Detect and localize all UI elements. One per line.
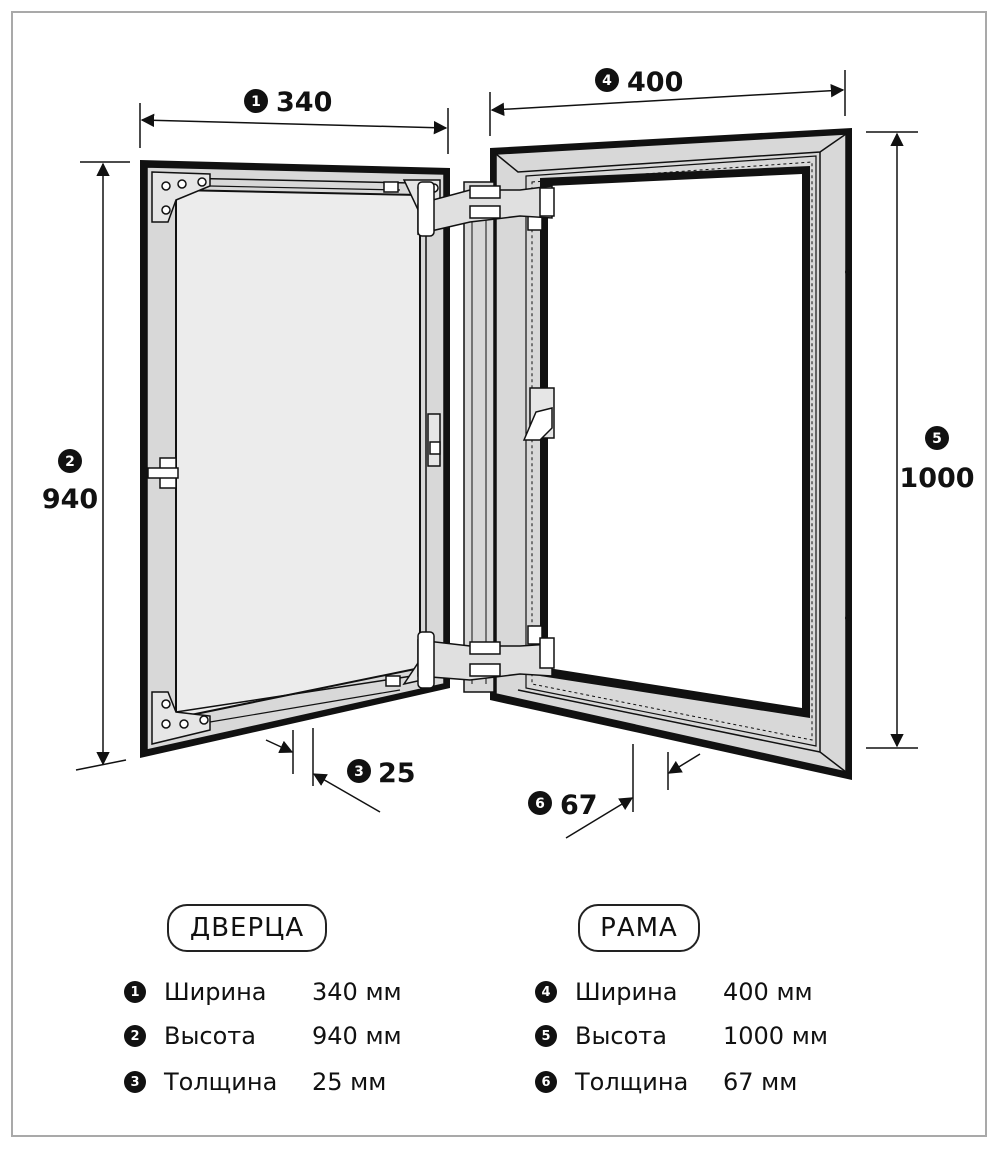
spec-label: Ширина	[575, 978, 678, 1006]
svg-text:400: 400	[627, 67, 683, 98]
dim-label-door-thickness: 3 25	[347, 758, 416, 789]
svg-text:67: 67	[560, 790, 598, 821]
marker-badge: 1	[124, 981, 146, 1003]
legend-door-title: ДВЕРЦА	[167, 904, 327, 952]
svg-text:5: 5	[932, 431, 942, 447]
dim-label-frame-width: 4 400	[595, 67, 683, 98]
marker-badge: 2	[124, 1025, 146, 1047]
spec-value: 940 мм	[312, 1022, 402, 1050]
svg-text:2: 2	[65, 454, 75, 470]
svg-text:340: 340	[276, 87, 332, 118]
dim-label-door-width: 1 340	[244, 87, 332, 118]
legend-frame-row: 5 Высота 1000 мм	[535, 1019, 828, 1053]
svg-text:1000: 1000	[899, 463, 974, 494]
door-leaf	[140, 160, 450, 758]
marker-badge: 6	[535, 1071, 557, 1093]
dim-label-frame-height: 5 1000	[899, 426, 975, 494]
spec-label: Высота	[164, 1022, 256, 1050]
svg-text:940: 940	[42, 484, 98, 515]
legend-frame-row: 6 Толщина 67 мм	[535, 1065, 797, 1099]
spec-value: 400 мм	[723, 978, 813, 1006]
spec-label: Высота	[575, 1022, 667, 1050]
legend-door-row: 2 Высота 940 мм	[124, 1019, 402, 1053]
spec-label: Толщина	[575, 1068, 689, 1096]
spec-value: 67 мм	[723, 1068, 798, 1096]
svg-text:6: 6	[535, 796, 545, 812]
svg-text:3: 3	[354, 764, 364, 780]
svg-text:1: 1	[251, 94, 261, 110]
dimension-lines	[75, 70, 918, 839]
spec-label: Толщина	[164, 1068, 278, 1096]
svg-text:25: 25	[378, 758, 416, 789]
dim-label-frame-thickness: 6 67	[528, 790, 598, 821]
outer-border	[11, 11, 987, 1137]
spec-value: 340 мм	[312, 978, 402, 1006]
legend-frame-title: РАМА	[578, 904, 700, 952]
dim-label-door-height: 2 940	[42, 449, 98, 515]
access-panel-drawing: 1 340 2 940 3 25 4 400 5 1000 6 67	[42, 67, 975, 839]
frame-body	[490, 128, 852, 780]
hinge-bottom	[417, 631, 555, 689]
marker-badge: 4	[535, 981, 557, 1003]
legend-door-row: 3 Толщина 25 мм	[124, 1065, 386, 1099]
legend-door-row: 1 Ширина 340 мм	[124, 975, 402, 1009]
spec-label: Ширина	[164, 978, 267, 1006]
marker-badge: 3	[124, 1071, 146, 1093]
legend-frame-row: 4 Ширина 400 мм	[535, 975, 813, 1009]
spec-value: 25 мм	[312, 1068, 387, 1096]
spec-value: 1000 мм	[723, 1022, 828, 1050]
svg-text:4: 4	[602, 73, 612, 89]
hinge-top	[417, 181, 555, 693]
marker-badge: 5	[535, 1025, 557, 1047]
